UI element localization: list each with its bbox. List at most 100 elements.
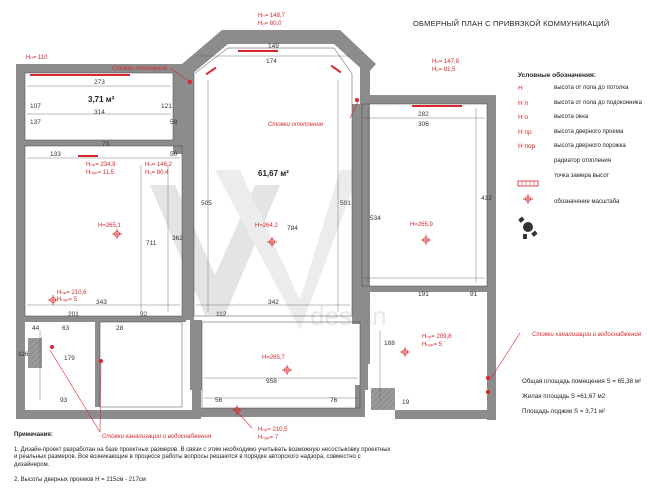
legend-item: радиатор отопления xyxy=(554,157,611,164)
svg-text:73: 73 xyxy=(102,141,110,148)
page-title: ОБМЕРНЫЙ ПЛАН С ПРИВЯЗКОЙ КОММУНИКАЦИЙ xyxy=(413,19,610,28)
main-area: 61,67 м² xyxy=(258,169,289,178)
point-icon xyxy=(282,365,292,375)
point-icon xyxy=(48,295,58,305)
svg-text:362: 362 xyxy=(172,235,183,242)
legend-heading: Условные обозначения: xyxy=(518,72,596,79)
svg-text:958: 958 xyxy=(266,378,277,385)
svg-text:534: 534 xyxy=(370,215,381,222)
notes-heading: Примечания: xyxy=(14,432,53,438)
svg-text:Hₙ= 148,7: Hₙ= 148,7 xyxy=(258,13,286,19)
radiator-label-center: Стояки отопления xyxy=(268,122,324,128)
svg-text:282: 282 xyxy=(418,111,429,118)
total-area: Общая площадь помещения S = 65,38 м² xyxy=(522,378,642,385)
dimension-lines xyxy=(27,55,485,400)
svg-text:Hₙₚ= 210,5: Hₙₚ= 210,5 xyxy=(258,427,288,433)
svg-text:91: 91 xyxy=(470,291,478,298)
dimension-values: 149 174 273 314 137 107 121 58 133 73 50… xyxy=(18,43,492,406)
svg-text:191: 191 xyxy=(418,291,429,298)
point-icon xyxy=(267,237,277,247)
point-icon xyxy=(232,405,242,415)
point-icon xyxy=(112,229,122,239)
svg-text:174: 174 xyxy=(266,58,277,65)
svg-text:Hₙ= 147,8: Hₙ= 147,8 xyxy=(432,59,460,65)
svg-text:Hₙ= 110: Hₙ= 110 xyxy=(26,55,48,61)
svg-text:137: 137 xyxy=(30,119,41,126)
living-area: Жилая площадь S =61,67 м2 xyxy=(522,393,606,400)
loggia-area-summary: Площадь лоджии S = 3,71 м² xyxy=(522,408,606,415)
loggia-area: 3,71 м² xyxy=(88,95,115,104)
svg-text:93: 93 xyxy=(60,397,68,404)
svg-text:Hₙₚ= 210,6: Hₙₚ= 210,6 xyxy=(57,290,87,296)
svg-text:116: 116 xyxy=(18,351,29,358)
svg-text:H=265,7: H=265,7 xyxy=(262,355,286,361)
svg-text:133: 133 xyxy=(50,151,61,158)
radiator-icon xyxy=(517,180,539,187)
svg-text:H=264,2: H=264,2 xyxy=(255,223,279,229)
svg-text:63: 63 xyxy=(62,325,70,332)
svg-text:201: 201 xyxy=(68,311,79,318)
svg-text:343: 343 xyxy=(96,299,107,306)
sewer-label-bottom: Стояки канализации и водоснабжения xyxy=(102,434,212,440)
svg-text:56: 56 xyxy=(215,397,223,404)
legend-item: обозначение масштаба xyxy=(554,199,620,206)
radiator-label-left: Стояки отопления xyxy=(112,66,168,72)
svg-text:107: 107 xyxy=(30,103,41,110)
svg-text:92: 92 xyxy=(140,311,148,318)
svg-text:273: 273 xyxy=(94,79,105,86)
hatched-column xyxy=(28,338,42,368)
svg-text:Hₙₒₚ= 7: Hₙₒₚ= 7 xyxy=(258,435,279,441)
svg-text:50: 50 xyxy=(170,151,178,158)
svg-text:Hₙₚ= 234,9: Hₙₚ= 234,9 xyxy=(86,162,116,168)
measure-point-icon xyxy=(523,194,533,204)
legend-item: точка замера высот xyxy=(554,172,610,179)
scale-icon xyxy=(518,216,538,239)
svg-text:505: 505 xyxy=(201,200,212,207)
sewer-label-right: Стояки канализации и водоснабжения xyxy=(532,332,642,338)
svg-text:Hₒ= 80,4: Hₒ= 80,4 xyxy=(145,170,169,176)
svg-text:H=265,9: H=265,9 xyxy=(410,222,434,228)
leader-lines xyxy=(49,67,521,433)
point-icon xyxy=(421,235,431,245)
svg-text:711: 711 xyxy=(146,240,157,247)
svg-text:Hₙₒₚ= 5: Hₙₒₚ= 5 xyxy=(422,342,443,348)
svg-text:Hₙₒₚ= 5: Hₙₒₚ= 5 xyxy=(57,297,78,303)
svg-text:179: 179 xyxy=(64,355,75,362)
svg-text:H=265,1: H=265,1 xyxy=(98,223,122,229)
area-summary: Общая площадь помещения S = 65,38 м² Жил… xyxy=(522,378,647,423)
svg-text:Hₒ= 81,5: Hₒ= 81,5 xyxy=(432,67,456,73)
room-outlines xyxy=(24,47,488,409)
svg-text:Hₙₚ= 209,8: Hₙₚ= 209,8 xyxy=(422,334,452,340)
svg-text:121: 121 xyxy=(161,103,172,110)
svg-text:Hₙ= 146,2: Hₙ= 146,2 xyxy=(145,162,173,168)
svg-text:Hₙₒₚ= 11,5: Hₙₒₚ= 11,5 xyxy=(86,170,115,176)
radiators xyxy=(30,50,462,157)
svg-text:342: 342 xyxy=(268,299,279,306)
svg-text:149: 149 xyxy=(268,43,279,50)
svg-text:306: 306 xyxy=(418,121,429,128)
svg-text:314: 314 xyxy=(94,109,105,116)
svg-text:19: 19 xyxy=(402,399,410,406)
legend-symbols xyxy=(517,180,539,239)
note-2: 2. Высоты дверных проемов H = 215см - 21… xyxy=(14,476,146,483)
notes: Примечания: 1. Дизайн-проект разработан … xyxy=(14,432,394,492)
svg-text:784: 784 xyxy=(287,225,298,232)
hatched-column xyxy=(371,388,395,410)
note-1: 1. Дизайн-проект разработан на базе прое… xyxy=(14,447,391,468)
height-measurements: Hₙ= 148,7 Hₒ= 80,0 Hₙ= 147,8 Hₒ= 81,5 Hₙ… xyxy=(26,13,460,441)
svg-text:58: 58 xyxy=(170,119,178,126)
svg-text:Hₒ= 80,0: Hₒ= 80,0 xyxy=(258,21,282,27)
measure-points xyxy=(48,229,431,415)
svg-text:44: 44 xyxy=(32,325,40,332)
svg-text:76: 76 xyxy=(330,397,338,404)
svg-text:188: 188 xyxy=(384,340,395,347)
svg-text:112: 112 xyxy=(216,311,227,318)
svg-text:432: 432 xyxy=(481,195,492,202)
